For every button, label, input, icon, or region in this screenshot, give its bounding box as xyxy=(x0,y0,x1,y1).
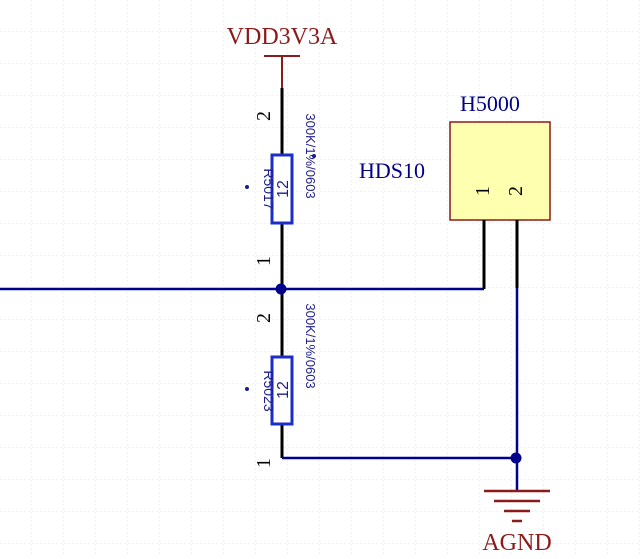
junction-dot-bottom xyxy=(510,452,522,464)
power-port-label: VDD3V3A xyxy=(227,24,338,50)
r5017-value: 300K/1%/0603 xyxy=(303,113,318,198)
r5017-designator-anchor xyxy=(245,185,249,189)
r5017-value-anchor xyxy=(312,154,316,158)
ground-label: AGND xyxy=(482,530,551,554)
r5023-pin2-number: 2 xyxy=(253,313,275,323)
ground-port-agnd[interactable]: AGND xyxy=(482,489,552,556)
resistor-r5023[interactable]: 12 2 1 R5023 300K/1%/0603 xyxy=(245,290,318,468)
h5000-pin1-number: 1 xyxy=(472,186,494,196)
h5000-body xyxy=(449,121,551,221)
header-h5000[interactable]: H5000 HDS10 1 2 xyxy=(359,91,551,289)
wires xyxy=(0,283,522,490)
r5023-body xyxy=(270,355,294,426)
r5017-designator: R5017 xyxy=(261,168,277,209)
r5023-pin1-number: 1 xyxy=(253,458,275,468)
r5017-body-text: 12 xyxy=(275,180,292,198)
h5000-designator: H5000 xyxy=(460,91,520,116)
r5017-pin1-number: 1 xyxy=(253,256,275,266)
h5000-pin2-number: 2 xyxy=(505,186,527,196)
r5023-value: 300K/1%/0603 xyxy=(303,303,318,388)
r5023-designator-anchor xyxy=(245,387,249,391)
r5023-designator: R5023 xyxy=(261,370,277,411)
resistor-r5017[interactable]: 12 2 1 R5017 300K/1%/0603 xyxy=(245,88,318,288)
r5017-body xyxy=(270,153,294,225)
power-port-vdd3v3a[interactable]: VDD3V3A xyxy=(227,24,338,88)
h5000-comment: HDS10 xyxy=(359,158,425,183)
junction-dot-mid xyxy=(275,283,287,295)
r5023-body-text: 12 xyxy=(275,381,292,399)
r5017-pin2-number: 2 xyxy=(253,111,275,121)
